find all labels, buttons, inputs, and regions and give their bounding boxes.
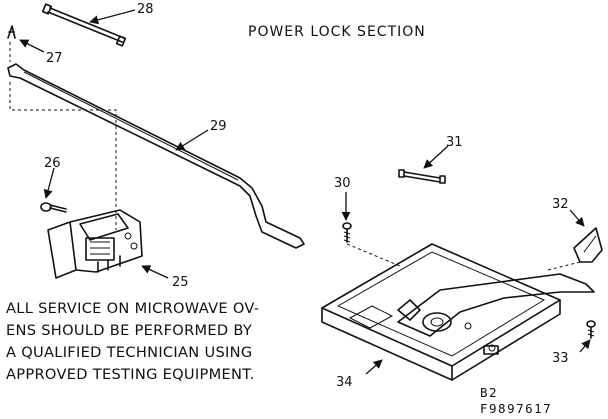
notice-line: A QUALIFIED TECHNICIAN USING (6, 344, 253, 361)
part-27-clip (7, 25, 16, 39)
callout-25: 25 (172, 275, 189, 290)
leader-27 (19, 39, 45, 53)
leader-34 (365, 359, 383, 375)
notice-line: ENS SHOULD BE PERFORMED BY (6, 322, 253, 339)
callout-30: 30 (334, 176, 351, 191)
callout-28: 28 (137, 2, 154, 17)
diagram-title: POWER LOCK SECTION (248, 24, 426, 40)
service-notice: ALL SERVICE ON MICROWAVE OV- ENS SHOULD … (6, 298, 306, 386)
leader-31 (423, 145, 449, 169)
part-26-screw (40, 202, 67, 213)
part-32-latch-hook (573, 227, 603, 263)
part-25-solenoid-assembly (47, 209, 143, 279)
leader-28 (89, 9, 136, 25)
callout-32: 32 (552, 197, 569, 212)
callout-26: 26 (44, 156, 61, 171)
drawing-code-line: F9897617 (480, 401, 553, 416)
callout-29: 29 (210, 119, 227, 134)
leader-32 (569, 209, 585, 227)
part-29-actuator-bar (7, 63, 305, 249)
callout-34: 34 (336, 375, 353, 390)
drawing-code: B2 F9897617 (480, 385, 606, 417)
drawing-code-line: B2 (480, 385, 499, 400)
notice-line: ALL SERVICE ON MICROWAVE OV- (6, 300, 260, 317)
notice-line: APPROVED TESTING EQUIPMENT. (6, 366, 255, 383)
assembly-line-29 (9, 82, 117, 230)
part-31-pin (398, 169, 446, 184)
part-33-screw (586, 320, 596, 339)
part-34-base-plate (321, 243, 595, 381)
assembly-line-30 (346, 243, 401, 267)
leader-26 (43, 167, 55, 199)
callout-27: 27 (46, 51, 63, 66)
leader-33 (579, 339, 591, 353)
part-28-rod (41, 3, 127, 47)
part-30-screw (342, 222, 352, 243)
leader-29 (175, 129, 209, 151)
callout-33: 33 (552, 351, 569, 366)
leader-25 (141, 265, 169, 279)
assembly-line-32 (547, 261, 581, 271)
callout-31: 31 (446, 135, 463, 150)
